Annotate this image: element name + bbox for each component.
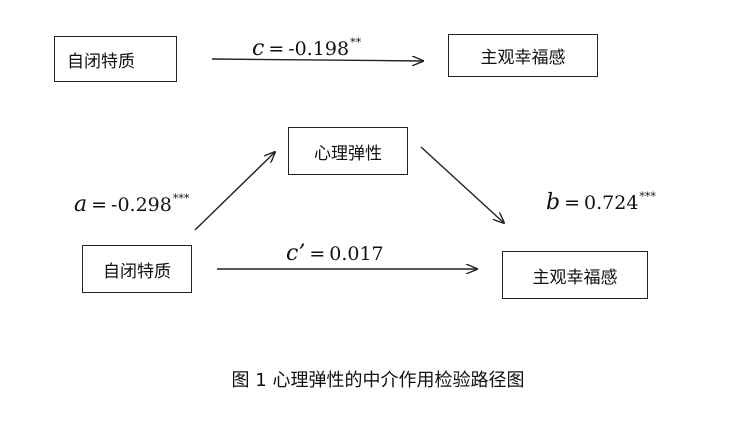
arrow-a-path — [194, 152, 275, 231]
arrow-c-total-effect — [211, 59, 423, 61]
arrow-b-path — [420, 146, 504, 223]
coefficient-b-label: b=0.724*** — [546, 191, 656, 214]
box-label: 主观幸福感 — [480, 48, 566, 68]
significance-stars: *** — [172, 192, 190, 205]
significance-stars: *** — [639, 190, 656, 203]
box-label: 自闭特质 — [67, 51, 135, 72]
box-label: 主观幸福感 — [532, 267, 618, 288]
coefficient-symbol: c’ — [286, 241, 306, 266]
coefficient-c-prime-label: c’=0.017 — [286, 243, 384, 265]
figure-caption: 图 1 心理弹性的中介作用检验路径图 — [231, 370, 525, 391]
box-label: 自闭特质 — [103, 261, 171, 282]
significance-stars: ** — [350, 36, 362, 49]
coefficient-value: -0.298 — [111, 194, 172, 216]
coefficient-symbol: c — [252, 36, 265, 61]
coefficient-symbol: b — [546, 190, 561, 215]
coefficient-c-label: c=-0.198** — [252, 37, 361, 60]
autistic-traits-box-top: 自闭特质 — [54, 36, 177, 82]
coefficient-value: 0.017 — [329, 243, 384, 265]
equals-sign: = — [309, 243, 326, 265]
coefficient-a-label: a=-0.298*** — [74, 193, 189, 216]
equals-sign: = — [268, 38, 285, 60]
psychological-resilience-box: 心理弹性 — [288, 127, 408, 175]
subjective-wellbeing-box-top: 主观幸福感 — [448, 34, 598, 77]
autistic-traits-box-bottom: 自闭特质 — [82, 245, 192, 293]
coefficient-value: -0.198 — [288, 38, 350, 60]
equals-sign: = — [564, 192, 581, 214]
box-label: 心理弹性 — [314, 143, 382, 164]
equals-sign: = — [91, 194, 108, 216]
subjective-wellbeing-box-bottom: 主观幸福感 — [502, 251, 648, 299]
coefficient-symbol: a — [74, 192, 88, 217]
coefficient-value: 0.724 — [584, 192, 639, 214]
